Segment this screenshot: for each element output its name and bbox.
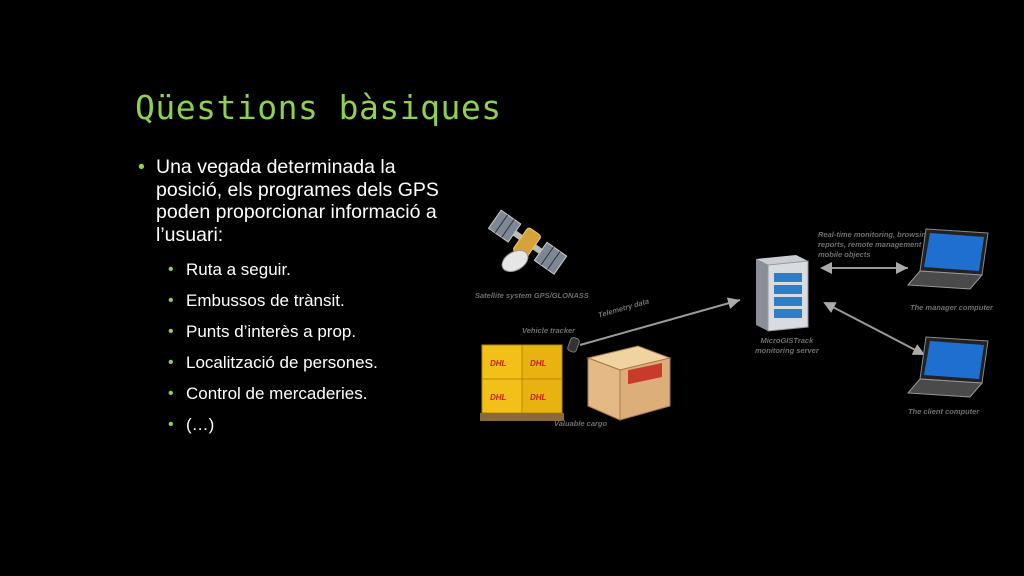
client-laptop-icon xyxy=(906,336,989,398)
sub-bullet: Control de mercaderies. xyxy=(168,384,458,404)
realtime-line: mobile objects xyxy=(818,250,871,259)
dhl-text: DHL xyxy=(490,359,507,368)
satellite-icon xyxy=(487,209,568,275)
wooden-crate-icon xyxy=(586,345,672,421)
server-label: MicroGISTrack monitoring server xyxy=(755,336,819,356)
bullet-list: Una vegada determinada la posició, els p… xyxy=(138,156,458,446)
server-icon xyxy=(756,255,809,332)
sub-bullet: Embussos de trànsit. xyxy=(168,291,458,311)
dhl-cargo-icon: DHL DHL DHL DHL xyxy=(480,344,564,421)
client-label: The client computer xyxy=(908,407,980,416)
slide-title: Qüestions bàsiques xyxy=(135,88,502,127)
dhl-text: DHL xyxy=(530,359,547,368)
telemetry-arrow xyxy=(579,297,741,346)
sub-bullet: Ruta a seguir. xyxy=(168,260,458,280)
manager-laptop-icon xyxy=(906,228,989,290)
server-label-line: MicroGISTrack xyxy=(760,336,814,345)
manager-label: The manager computer xyxy=(910,303,993,312)
realtime-monitoring-label: Real-time monitoring, browsing reports, … xyxy=(818,230,931,260)
client-arrow xyxy=(823,302,926,356)
sub-bullet: Punts d’interès a prop. xyxy=(168,322,458,342)
tracker-label: Vehicle tracker xyxy=(522,326,576,335)
main-bullet: Una vegada determinada la posició, els p… xyxy=(138,156,458,246)
sub-bullet: Localització de persones. xyxy=(168,353,458,373)
connection-arrows xyxy=(579,262,926,356)
tracker-device-icon xyxy=(567,337,580,353)
realtime-line: Real-time monitoring, browsing xyxy=(818,230,931,239)
server-label-line: monitoring server xyxy=(755,346,819,355)
dhl-text: DHL xyxy=(490,393,507,402)
sub-bullet: (…) xyxy=(168,415,458,435)
satellite-label: Satellite system GPS/GLONASS xyxy=(475,291,589,300)
dhl-text: DHL xyxy=(530,393,547,402)
cargo-label: Valuable cargo xyxy=(554,419,608,428)
gps-tracking-diagram: Satellite system GPS/GLONASS Vehicle tra… xyxy=(470,195,1010,435)
realtime-line: reports, remote management of xyxy=(818,240,931,249)
